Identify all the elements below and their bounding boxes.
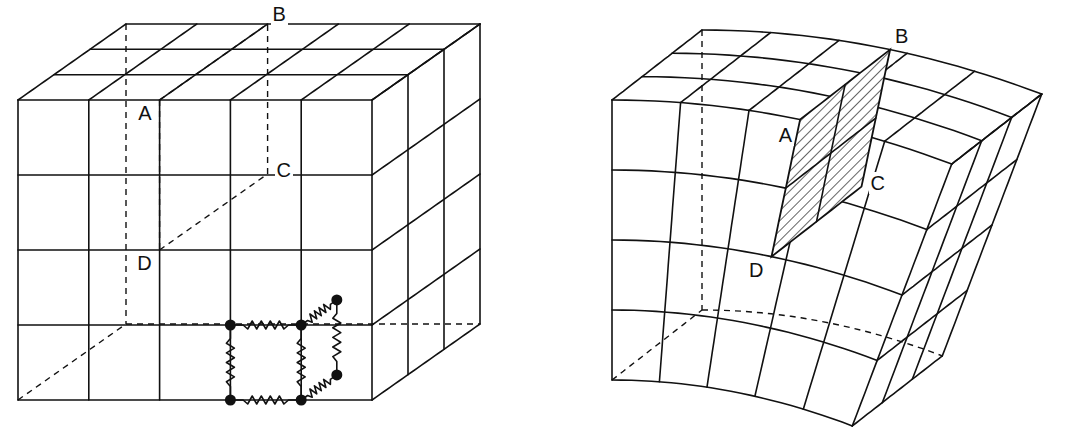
hidden-edge <box>612 310 702 380</box>
grid-line <box>443 49 445 349</box>
grid-line <box>372 24 480 100</box>
grid-line <box>612 170 927 230</box>
mass-point <box>331 294 342 305</box>
grid-line <box>372 249 480 325</box>
grid-line <box>372 99 480 175</box>
grid-line <box>18 324 372 326</box>
grid-line <box>852 356 942 426</box>
grid-line <box>18 24 126 100</box>
section-grid-line <box>817 85 846 222</box>
mass-point <box>296 395 307 406</box>
point-label: A <box>136 102 153 124</box>
grid-line <box>301 24 409 100</box>
section-plane <box>772 50 891 257</box>
grid-line <box>407 75 409 375</box>
mass-point <box>331 369 342 380</box>
grid-line <box>942 94 1041 356</box>
spring <box>301 375 337 400</box>
mass-point <box>296 320 307 331</box>
grid-line <box>912 117 1011 379</box>
grid-line <box>681 33 771 103</box>
spring <box>230 396 301 404</box>
grid-line <box>479 24 481 324</box>
point-label: C <box>869 172 887 194</box>
grid-line <box>882 141 981 403</box>
hidden-edge <box>125 24 126 324</box>
hidden-edge <box>18 324 126 400</box>
mass-point <box>225 395 236 406</box>
grid-line <box>54 74 408 76</box>
grid-line <box>612 380 852 426</box>
point-label: D <box>747 259 765 281</box>
grid-line <box>160 24 268 100</box>
mass-point <box>225 320 236 331</box>
grid-line <box>18 399 372 401</box>
point-label: A <box>777 124 794 146</box>
grid-line <box>89 24 197 100</box>
grid-line <box>372 24 480 100</box>
grid-line <box>372 174 480 250</box>
grid-line <box>611 100 613 380</box>
grid-line <box>659 103 680 382</box>
point-label: C <box>275 159 293 181</box>
spring <box>301 300 337 325</box>
grid-line <box>707 110 749 387</box>
section-line <box>160 174 268 250</box>
spring <box>226 325 234 400</box>
spring <box>297 325 305 400</box>
point-label: D <box>135 252 153 274</box>
grid-line <box>126 23 480 25</box>
section-line <box>267 24 268 174</box>
grid-line <box>612 240 902 295</box>
grid-line <box>612 100 952 164</box>
hidden-edge <box>701 30 702 310</box>
grid-line <box>230 24 338 100</box>
deformed-block <box>612 30 1042 426</box>
grid-line <box>18 174 372 176</box>
grid-line <box>372 324 480 400</box>
grid-line <box>17 100 19 400</box>
spring <box>230 321 301 329</box>
grid-line <box>18 99 372 101</box>
point-label: B <box>893 25 910 47</box>
grid-line <box>612 310 877 360</box>
undeformed-block <box>18 24 480 406</box>
spring <box>333 300 341 375</box>
grid-line <box>88 100 90 400</box>
grid-line <box>18 249 372 251</box>
section-line <box>160 24 268 100</box>
grid-line <box>612 30 702 100</box>
point-label: B <box>271 3 288 25</box>
section-line <box>159 100 160 250</box>
